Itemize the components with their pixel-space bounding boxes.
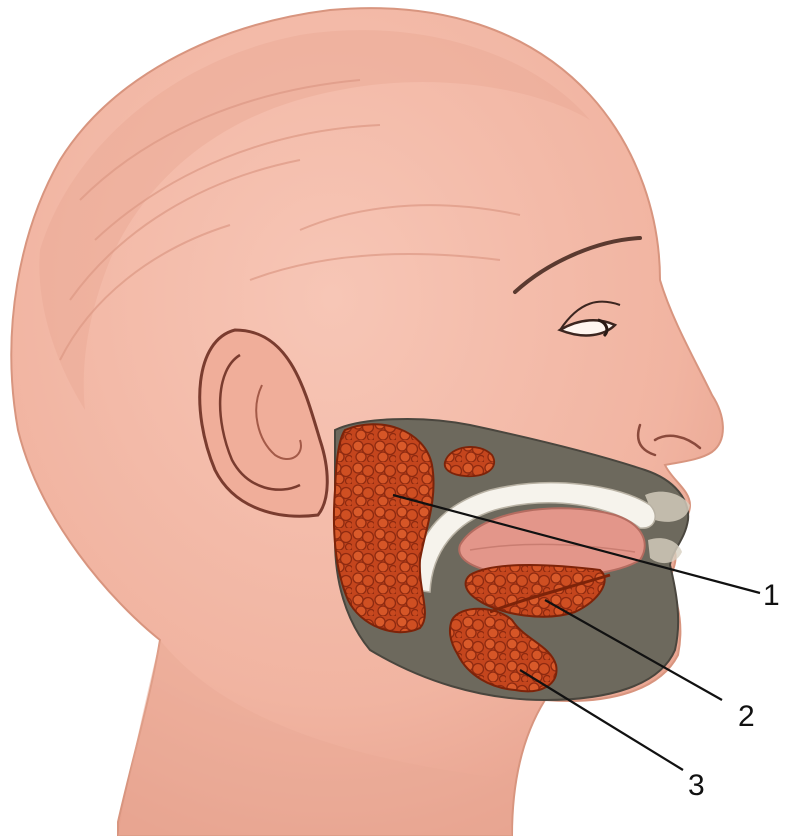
- parotid-gland: [334, 424, 434, 632]
- accessory-parotid-gland: [445, 447, 494, 476]
- callout-2: 2: [738, 700, 755, 733]
- callout-3: 3: [688, 769, 705, 802]
- callout-1: 1: [763, 579, 780, 612]
